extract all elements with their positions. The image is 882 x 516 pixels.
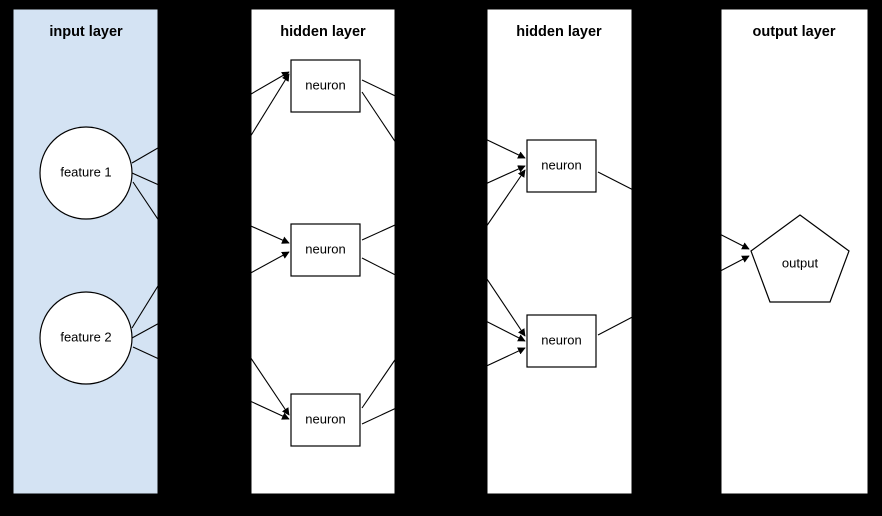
network-nodes: feature 1 feature 2 neuron neuron neuron neur…: [39, 59, 850, 447]
node-output-node[interactable]: output: [750, 214, 850, 303]
edge-hidden1-neuron-3-to-hidden2-neuron-2: [361, 347, 526, 425]
layer-panel-hidden-2: [486, 8, 633, 495]
layer-title-output: output layer: [753, 24, 836, 40]
node-label-hidden1-neuron-1: neuron: [305, 77, 345, 92]
edge-hidden2-neuron-1-to-output-node: [597, 171, 750, 250]
edge-feature-1-to-hidden1-neuron-3: [132, 181, 290, 416]
edge-hidden1-neuron-2-to-hidden2-neuron-2: [361, 257, 526, 342]
node-label-hidden2-neuron-2: neuron: [541, 332, 581, 347]
edge-feature-2-to-hidden1-neuron-2: [131, 251, 290, 339]
layer-titles: input layer hidden layer hidden layer outpu…: [49, 24, 836, 40]
node-label-feature-2: feature 2: [60, 329, 111, 344]
node-hidden2-neuron-1[interactable]: neuron: [526, 139, 597, 193]
node-label-feature-1: feature 1: [60, 164, 111, 179]
edge-hidden1-neuron-2-to-hidden2-neuron-1: [361, 165, 526, 241]
node-label-output-node: output: [782, 255, 819, 270]
edge-hidden1-neuron-1-to-hidden2-neuron-1: [361, 79, 526, 159]
edge-hidden2-neuron-2-to-output-node: [597, 255, 750, 336]
layer-title-input: input layer: [49, 24, 123, 40]
edge-feature-2-to-hidden1-neuron-3: [132, 346, 290, 420]
node-label-hidden1-neuron-2: neuron: [305, 241, 345, 256]
edge-feature-1-to-hidden1-neuron-2: [131, 172, 290, 244]
node-feature-1[interactable]: feature 1: [39, 126, 133, 220]
layer-panels: [12, 8, 869, 495]
layer-panel-input: [12, 8, 159, 495]
edge-hidden1-neuron-3-to-hidden2-neuron-1: [361, 169, 526, 409]
node-label-hidden1-neuron-3: neuron: [305, 411, 345, 426]
edge-feature-1-to-hidden1-neuron-1: [131, 71, 290, 164]
node-hidden1-neuron-2[interactable]: neuron: [290, 223, 361, 277]
node-hidden1-neuron-1[interactable]: neuron: [290, 59, 361, 113]
node-hidden2-neuron-2[interactable]: neuron: [526, 314, 597, 368]
edge-feature-2-to-hidden1-neuron-1: [131, 73, 290, 329]
layer-title-hidden-1: hidden layer: [280, 24, 366, 40]
connection-edges: [131, 71, 750, 425]
layer-title-hidden-2: hidden layer: [516, 24, 602, 40]
edge-hidden1-neuron-1-to-hidden2-neuron-2: [361, 91, 526, 337]
node-feature-2[interactable]: feature 2: [39, 291, 133, 385]
node-label-hidden2-neuron-1: neuron: [541, 157, 581, 172]
node-hidden1-neuron-3[interactable]: neuron: [290, 393, 361, 447]
